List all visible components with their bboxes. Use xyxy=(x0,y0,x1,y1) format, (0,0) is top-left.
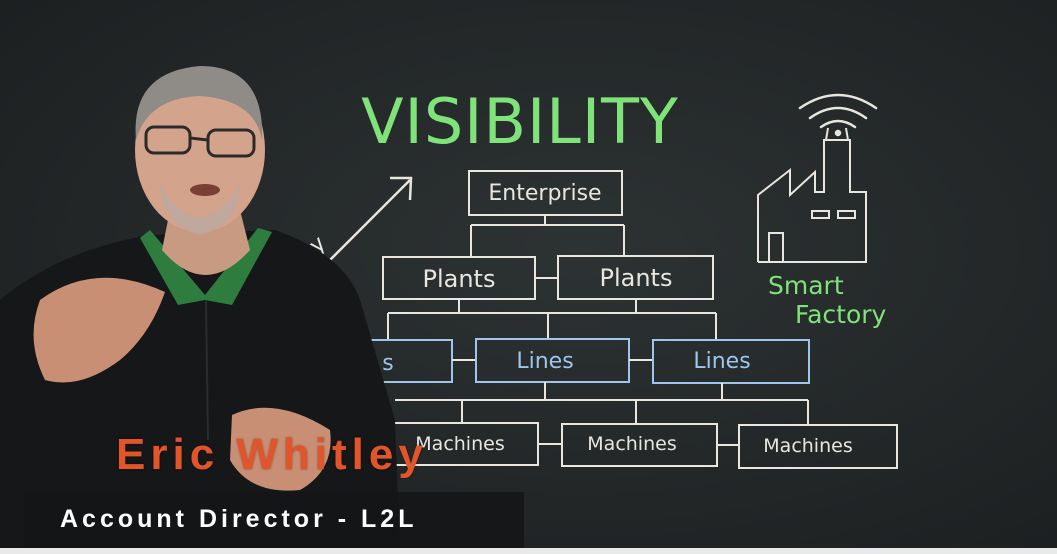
connector-plants-lines xyxy=(387,299,717,340)
plants-label-1: Plants xyxy=(423,265,496,293)
presenter-hand-left xyxy=(33,277,165,383)
factory-label: Factory xyxy=(795,300,887,329)
presenter-hair xyxy=(135,66,263,140)
machines-label-2: Machines xyxy=(587,433,676,455)
presenter-name: Eric Whitley xyxy=(116,430,428,479)
lines-box-2 xyxy=(652,339,810,384)
lines-label-partial: s xyxy=(382,351,393,376)
presenter-hand-right xyxy=(230,407,331,491)
lines-label-1: Lines xyxy=(516,349,573,374)
machines-label-1: Machines xyxy=(415,433,504,455)
lower-third-bar xyxy=(24,492,524,550)
arrow-icon xyxy=(321,176,413,269)
wifi-icon xyxy=(798,93,878,137)
presenter-head xyxy=(135,68,265,232)
visibility-heading: VISIBILITY xyxy=(361,85,679,158)
machines-label-3: Machines xyxy=(763,435,852,457)
machines-box-3 xyxy=(738,424,898,469)
factory-icon xyxy=(757,127,867,263)
plants-label-2: Plants xyxy=(600,264,673,292)
connector-enterprise-plants xyxy=(470,215,625,257)
presenter-title: Account Director - L2L xyxy=(60,505,418,533)
smart-label: Smart xyxy=(768,271,844,300)
lines-label-2: Lines xyxy=(693,349,750,374)
presenter-collar xyxy=(140,228,272,305)
connector-lines-machines xyxy=(395,382,809,425)
enterprise-label: Enterprise xyxy=(488,181,601,206)
bottom-strip xyxy=(0,548,1057,554)
glasses-icon xyxy=(144,125,256,158)
